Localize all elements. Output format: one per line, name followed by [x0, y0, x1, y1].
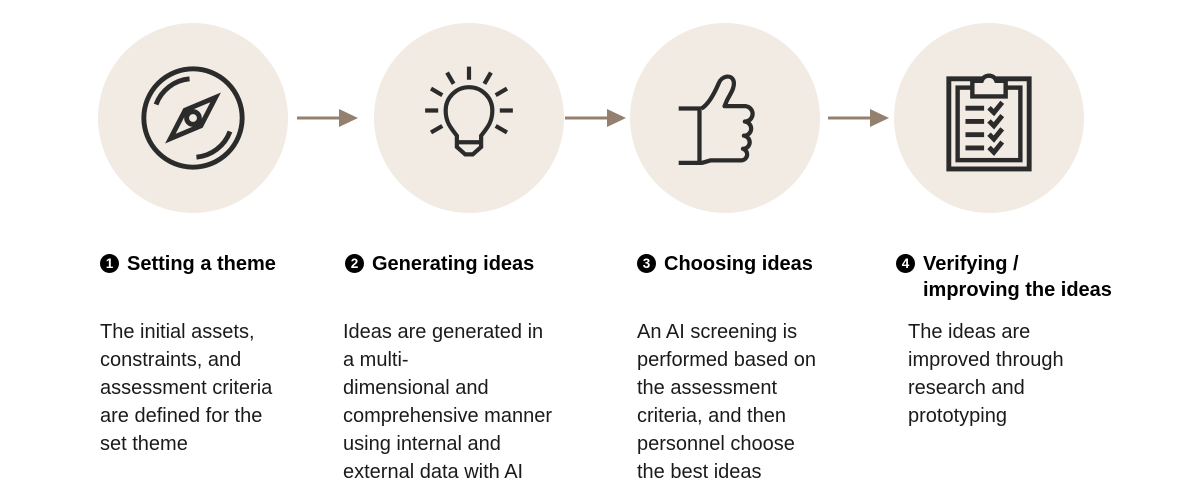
step-4-heading: 4 Verifying / improving the ideas — [896, 251, 1112, 303]
step-2-circle — [374, 23, 564, 213]
step-3-title: Choosing ideas — [664, 251, 813, 277]
step-1-description: The initial assets, constraints, and ass… — [100, 321, 273, 455]
step-4-description: The ideas are improved through research … — [908, 321, 1064, 427]
step-1-title-line1: Setting a theme — [127, 253, 276, 275]
step-2-title: Generating ideas — [372, 251, 534, 277]
clipboard-checklist-icon — [946, 73, 1032, 172]
step-2-heading: 2 Generating ideas — [345, 251, 534, 277]
step-3-title-line1: Choosing ideas — [664, 253, 813, 275]
step-2-title-line1: Generating ideas — [372, 253, 535, 275]
step-3-heading: 3 Choosing ideas — [637, 251, 813, 277]
right-arrow-icon — [828, 109, 889, 127]
step-1-title: Setting a theme — [127, 251, 276, 277]
right-arrow-icon — [565, 109, 626, 127]
step-4-title-line1: Verifying / — [923, 253, 1019, 275]
thumbs-up-icon — [678, 74, 755, 166]
step-2-number-badge: 2 — [345, 254, 364, 273]
step-1-number-badge: 1 — [100, 254, 119, 273]
step-1-circle — [98, 23, 288, 213]
step-3-circle — [630, 23, 820, 213]
step-3-number-badge: 3 — [637, 254, 656, 273]
compass-icon — [141, 66, 245, 170]
step-2-description: Ideas are generated in a multi- dimensio… — [343, 321, 552, 483]
step-4-number-badge: 4 — [896, 254, 915, 273]
step-1-heading: 1 Setting a theme — [100, 251, 276, 277]
right-arrow-icon — [297, 109, 358, 127]
step-4-title-line2: improving the ideas — [923, 279, 1112, 301]
step-4-circle — [894, 23, 1084, 213]
lightbulb-icon — [425, 66, 513, 157]
step-4-title: Verifying / improving the ideas — [923, 251, 1112, 303]
step-3-description: An AI screening is performed based on th… — [637, 321, 817, 483]
